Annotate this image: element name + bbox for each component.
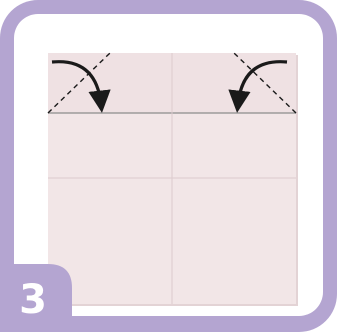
step-number: 3 — [0, 264, 74, 332]
